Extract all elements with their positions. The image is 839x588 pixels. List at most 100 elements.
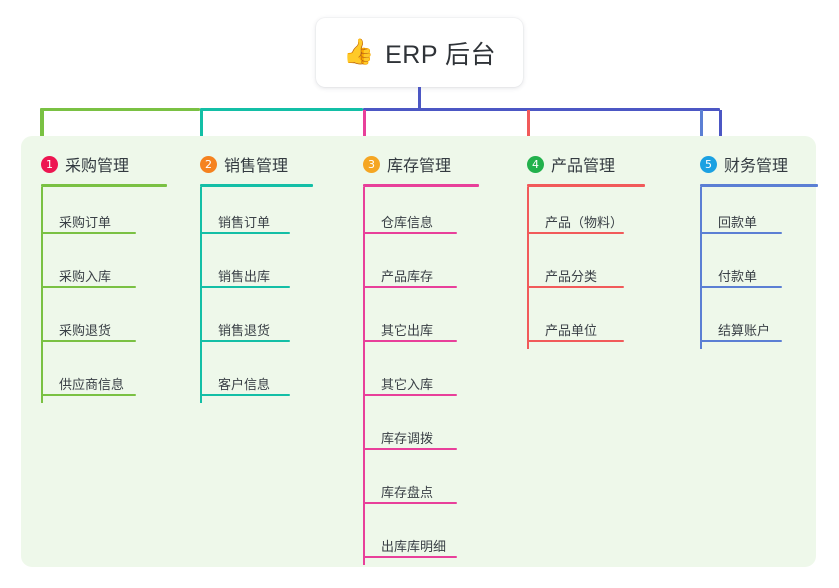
leaf-item-label: 回款单 — [718, 215, 758, 230]
bus-segment-2 — [200, 108, 363, 111]
branch-badge-4: 4 — [527, 155, 544, 173]
bus-segment-3 — [363, 108, 720, 111]
bus-left-elbow — [40, 110, 43, 138]
branch-title-2: 销售管理 — [224, 158, 289, 175]
leaf-item[interactable]: 其它出库 — [363, 295, 479, 349]
leaf-item[interactable]: 回款单 — [700, 187, 818, 241]
leaf-item-label: 其它入库 — [381, 377, 434, 392]
leaf-item[interactable]: 客户信息 — [200, 349, 313, 403]
branch-items-2: 销售订单销售出库销售退货客户信息 — [200, 187, 313, 403]
branch-spine-4 — [527, 187, 529, 349]
branch-badge-5: 5 — [700, 155, 717, 173]
leaf-item-label: 出库库明细 — [381, 539, 447, 554]
leaf-item-label: 产品（物料） — [545, 215, 624, 230]
leaf-item[interactable]: 结算账户 — [700, 295, 818, 349]
branch-header-rule-1 — [41, 184, 167, 187]
branch-header-rule-5 — [700, 184, 818, 187]
leaf-item[interactable]: 库存盘点 — [363, 457, 479, 511]
branch-spine-5 — [700, 187, 702, 349]
branch-title-3: 库存管理 — [387, 158, 452, 175]
leaf-item-label: 供应商信息 — [59, 377, 125, 392]
leaf-item-rule — [363, 502, 457, 504]
leaf-item-rule — [200, 340, 290, 342]
leaf-item[interactable]: 仓库信息 — [363, 187, 479, 241]
leaf-item[interactable]: 产品单位 — [527, 295, 645, 349]
branch-header-4[interactable]: 4 产品管理 — [527, 150, 645, 178]
branch-header-rule-2 — [200, 184, 313, 187]
root-node-content: 👍 ERP 后台 — [343, 35, 496, 71]
leaf-item-rule — [527, 232, 624, 234]
leaf-item[interactable]: 采购订单 — [41, 187, 167, 241]
leaf-item-rule — [363, 556, 457, 558]
leaf-item[interactable]: 出库库明细 — [363, 511, 479, 565]
leaf-item-label: 其它出库 — [381, 323, 434, 338]
leaf-item-rule — [363, 286, 457, 288]
leaf-item[interactable]: 付款单 — [700, 241, 818, 295]
leaf-item[interactable]: 产品分类 — [527, 241, 645, 295]
drop-connector-5 — [700, 110, 703, 138]
leaf-item-rule — [363, 394, 457, 396]
branch-spine-1 — [41, 187, 43, 403]
leaf-item[interactable]: 采购退货 — [41, 295, 167, 349]
leaf-item[interactable]: 产品库存 — [363, 241, 479, 295]
branch-header-rule-4 — [527, 184, 645, 187]
branch-title-5: 财务管理 — [724, 158, 789, 175]
leaf-item[interactable]: 供应商信息 — [41, 349, 167, 403]
root-node-card[interactable]: 👍 ERP 后台 — [316, 18, 523, 87]
leaf-item-rule — [363, 232, 457, 234]
leaf-item-rule — [363, 448, 457, 450]
leaf-item-rule — [527, 340, 624, 342]
leaf-item[interactable]: 销售出库 — [200, 241, 313, 295]
leaf-item-label: 采购入库 — [59, 269, 112, 284]
branch-header-5[interactable]: 5 财务管理 — [700, 150, 818, 178]
branch-column-1: 1 采购管理采购订单采购入库采购退货供应商信息 — [41, 150, 167, 403]
leaf-item-label: 销售出库 — [218, 269, 271, 284]
branch-items-4: 产品（物料） 产品分类产品单位 — [527, 187, 645, 349]
bus-right-elbow — [719, 110, 722, 138]
branch-items-1: 采购订单采购入库采购退货供应商信息 — [41, 187, 167, 403]
leaf-item[interactable]: 产品（物料） — [527, 187, 645, 241]
leaf-item-label: 产品单位 — [545, 323, 598, 338]
drop-connector-3 — [363, 110, 366, 138]
leaf-item-label: 客户信息 — [218, 377, 271, 392]
bus-segment-1 — [40, 108, 200, 111]
leaf-item-rule — [200, 286, 290, 288]
trunk-connector — [418, 87, 421, 110]
branch-spine-2 — [200, 187, 202, 403]
leaf-item-rule — [41, 340, 136, 342]
branch-column-4: 4 产品管理产品（物料） 产品分类产品单位 — [527, 150, 645, 349]
page-title: ERP 后台 — [385, 40, 497, 69]
leaf-item-label: 产品库存 — [381, 269, 434, 284]
leaf-item[interactable]: 采购入库 — [41, 241, 167, 295]
leaf-item-rule — [363, 340, 457, 342]
branch-title-1: 采购管理 — [65, 158, 130, 175]
branch-header-1[interactable]: 1 采购管理 — [41, 150, 167, 178]
leaf-item-rule — [700, 286, 782, 288]
leaf-item-rule — [700, 232, 782, 234]
branch-items-3: 仓库信息产品库存其它出库其它入库库存调拨库存盘点出库库明细 — [363, 187, 479, 565]
leaf-item-label: 付款单 — [718, 269, 758, 284]
leaf-item-label: 销售订单 — [218, 215, 271, 230]
branch-items-5: 回款单付款单结算账户 — [700, 187, 818, 349]
leaf-item-label: 库存盘点 — [381, 485, 434, 500]
leaf-item[interactable]: 库存调拨 — [363, 403, 479, 457]
leaf-item[interactable]: 销售退货 — [200, 295, 313, 349]
leaf-item-label: 销售退货 — [218, 323, 271, 338]
leaf-item-rule — [200, 232, 290, 234]
leaf-item[interactable]: 销售订单 — [200, 187, 313, 241]
leaf-item-rule — [527, 286, 624, 288]
branch-title-4: 产品管理 — [551, 158, 616, 175]
leaf-item[interactable]: 其它入库 — [363, 349, 479, 403]
leaf-item-label: 采购订单 — [59, 215, 112, 230]
drop-connector-2 — [200, 110, 203, 138]
leaf-item-label: 结算账户 — [718, 323, 771, 338]
branch-badge-1: 1 — [41, 155, 58, 173]
branch-header-rule-3 — [363, 184, 479, 187]
branch-spine-3 — [363, 187, 365, 565]
